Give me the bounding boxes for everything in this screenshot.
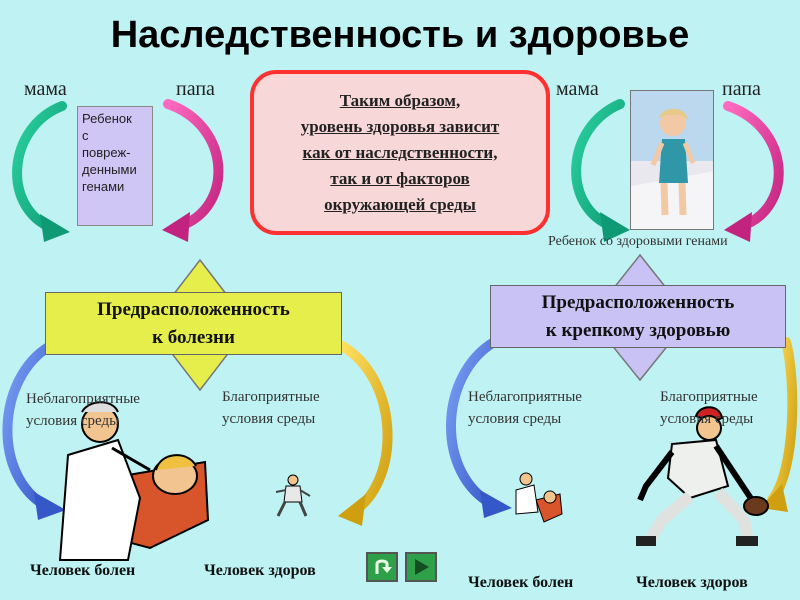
return-arrow-icon — [375, 559, 392, 574]
conclusion-line: окружающей среды — [324, 194, 476, 214]
left-result-sick: Человек болен — [30, 562, 136, 579]
right-papa-label: папа — [722, 78, 761, 100]
condition-line: Благоприятные — [660, 389, 758, 405]
right-mama-label: мама — [556, 78, 599, 100]
predisposition-line: к болезни — [152, 327, 235, 348]
damaged-genes-child-box: Ребенок с повреж- денными генами — [77, 106, 153, 226]
page-title: Наследственность и здоровье — [110, 14, 690, 56]
left-favorable-label: Благоприятные условия среды — [222, 386, 320, 430]
conclusion-text: Таким образом, уровень здоровья зависит … — [291, 88, 510, 218]
child-box-line: повреж- — [82, 145, 131, 160]
conclusion-line: как от наследственности, — [302, 142, 498, 162]
right-result-healthy: Человек здоров — [636, 574, 748, 591]
left-mama-arrow — [12, 101, 70, 242]
right-papa-arrow — [723, 101, 784, 242]
child-box-line: генами — [82, 179, 125, 194]
condition-line: Благоприятные — [222, 389, 320, 405]
left-papa-arrow — [162, 99, 224, 242]
next-button[interactable] — [405, 552, 437, 582]
predisposition-line: Предрасположенность — [97, 299, 290, 320]
child-box-line: денными — [82, 162, 137, 177]
healthy-child-photo — [630, 90, 714, 230]
predisposition-health-box: Предрасположенность к крепкому здоровью — [490, 285, 786, 348]
baseball-player-clipart-icon — [636, 406, 769, 546]
child-box-line: Ребенок — [82, 111, 132, 126]
child-box-line: с — [82, 128, 89, 143]
condition-line: условия среды — [468, 411, 562, 427]
predisposition-line: к крепкому здоровью — [545, 320, 731, 341]
left-mama-label: мама — [24, 78, 67, 100]
left-papa-label: папа — [176, 78, 215, 100]
condition-line: условия среды — [222, 411, 316, 427]
left-favorable-arrow — [337, 341, 393, 526]
left-result-healthy: Человек здоров — [204, 562, 316, 579]
conclusion-line: Таким образом, — [339, 90, 461, 110]
predisposition-line: Предрасположенность — [541, 292, 735, 313]
right-unfavorable-arrow — [446, 337, 512, 518]
condition-line: условия среды — [26, 413, 120, 429]
play-triangle-icon — [415, 559, 429, 575]
child-photo-drawing — [631, 91, 713, 229]
healthy-child-caption: Ребенок со здоровыми генами — [548, 234, 728, 249]
right-favorable-label: Благоприятные условия среды — [660, 386, 758, 430]
conclusion-line: так и от факторов — [330, 168, 470, 188]
dentist-clipart-icon — [58, 401, 210, 561]
condition-line: условия среды — [660, 411, 754, 427]
condition-line: Неблагоприятные — [26, 391, 140, 407]
right-mama-arrow — [571, 99, 630, 242]
left-unfavorable-label: Неблагоприятные условия среды — [26, 388, 140, 432]
left-unfavorable-arrow — [2, 341, 66, 520]
predisposition-disease-box: Предрасположенность к болезни — [45, 292, 342, 355]
return-button[interactable] — [366, 552, 398, 582]
right-favorable-arrow — [760, 337, 798, 512]
small-baseball-player-icon — [275, 474, 311, 517]
small-dentist-clipart-icon — [515, 472, 563, 523]
right-unfavorable-label: Неблагоприятные условия среды — [468, 386, 582, 430]
conclusion-line: уровень здоровья зависит — [300, 116, 500, 136]
condition-line: Неблагоприятные — [468, 389, 582, 405]
right-result-sick: Человек болен — [468, 574, 574, 591]
conclusion-box: Таким образом, уровень здоровья зависит … — [250, 70, 550, 235]
